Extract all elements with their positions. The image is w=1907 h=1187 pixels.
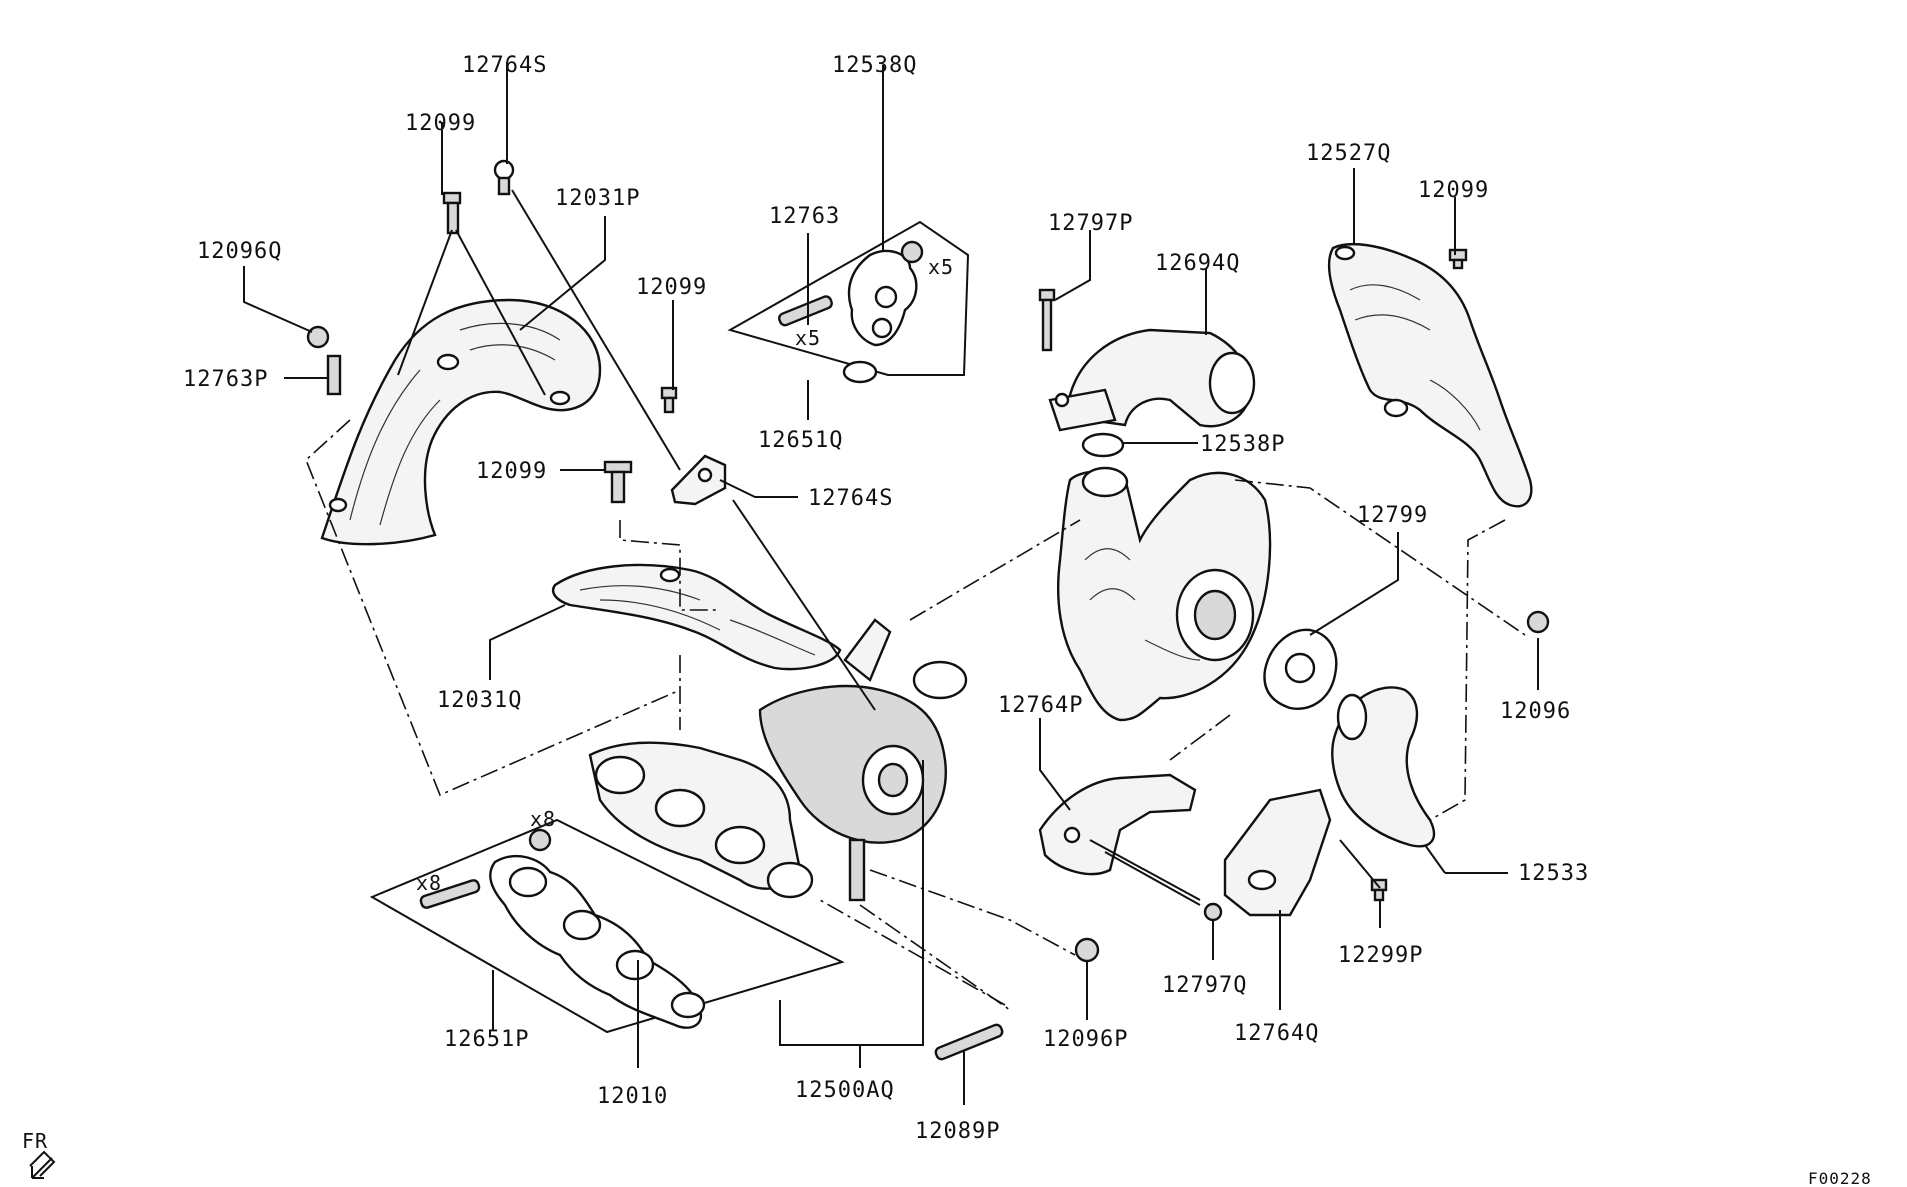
bolt-12797P[interactable] (1038, 288, 1056, 352)
qty-x8-studs: x8 (416, 871, 442, 895)
label-12533[interactable]: 12533 (1518, 861, 1589, 886)
stud-12763P[interactable] (326, 354, 342, 396)
part-labels: 12764S 12099 12031P 12538Q 12096Q 12763 … (183, 53, 1589, 1144)
phantom-lines (305, 419, 1526, 1011)
label-12500AQ[interactable]: 12500AQ (795, 1078, 895, 1103)
qty-x5-studs: x5 (795, 326, 821, 350)
label-12089P[interactable]: 12089P (915, 1119, 1000, 1144)
direction-label: FR (22, 1129, 48, 1153)
manifold-gasket-12651P[interactable] (369, 818, 845, 1034)
gasket-set-12651Q[interactable] (727, 220, 970, 384)
label-12299P[interactable]: 12299P (1338, 943, 1423, 968)
bolt-12099-top[interactable] (442, 191, 462, 235)
bolt-12099-left[interactable] (603, 460, 633, 504)
label-12010[interactable]: 12010 (597, 1084, 668, 1109)
label-12538Q[interactable]: 12538Q (832, 53, 917, 78)
bolt-12099-right[interactable] (1448, 248, 1468, 270)
bolt-12299P[interactable] (1370, 878, 1388, 902)
label-12764S-mid[interactable]: 12764S (808, 486, 893, 511)
label-12764P[interactable]: 12764P (998, 693, 1083, 718)
turbocharger-12533-body[interactable] (1057, 466, 1272, 722)
label-12694Q[interactable]: 12694Q (1155, 251, 1240, 276)
label-12099-right[interactable]: 12099 (1418, 178, 1489, 203)
label-12096[interactable]: 12096 (1500, 699, 1571, 724)
label-12799[interactable]: 12799 (1357, 503, 1428, 528)
bolt-12797Q[interactable] (1203, 902, 1223, 922)
bolt-12099-mid[interactable] (660, 386, 678, 414)
label-12099-top[interactable]: 12099 (405, 111, 476, 136)
label-12538P[interactable]: 12538P (1200, 432, 1285, 457)
label-12764Q[interactable]: 12764Q (1234, 1021, 1319, 1046)
qty-x5-washers: x5 (928, 255, 954, 279)
bracket-12764P[interactable] (1038, 773, 1197, 876)
label-12651P[interactable]: 12651P (444, 1027, 529, 1052)
gasket-ring-12538P[interactable] (1081, 432, 1125, 458)
bracket-12764S[interactable] (670, 454, 727, 506)
nut-12096P[interactable] (1074, 937, 1100, 963)
label-12096Q[interactable]: 12096Q (197, 239, 282, 264)
label-12797P[interactable]: 12797P (1048, 211, 1133, 236)
label-12797Q[interactable]: 12797Q (1162, 973, 1247, 998)
leader-lines (243, 62, 1539, 1105)
label-12099-mid[interactable]: 12099 (636, 275, 707, 300)
bolt-12764S-top[interactable] (493, 159, 515, 196)
label-12527Q[interactable]: 12527Q (1306, 141, 1391, 166)
label-12764S-top[interactable]: 12764S (462, 53, 547, 78)
heat-shield-12031P[interactable] (320, 298, 602, 546)
label-12099-left[interactable]: 12099 (476, 459, 547, 484)
label-12763[interactable]: 12763 (769, 204, 840, 229)
stud-12089P[interactable] (934, 1023, 1004, 1061)
outlet-pipe-12533[interactable] (1331, 686, 1436, 848)
heat-shield-12031Q[interactable] (551, 563, 842, 671)
quantity-labels: x5 x5 x8 x8 (416, 255, 954, 895)
front-direction-indicator: FR (22, 1129, 56, 1179)
figure-code: F00228 (1808, 1169, 1872, 1187)
label-12031P[interactable]: 12031P (555, 186, 640, 211)
turbo-manifold-assembly-12500AQ[interactable] (588, 618, 968, 902)
qty-x8-nuts: x8 (530, 807, 556, 831)
label-12651Q[interactable]: 12651Q (758, 428, 843, 453)
nut-12096Q[interactable] (306, 325, 330, 349)
flange-12799[interactable] (1263, 628, 1338, 710)
heat-shield-12527Q[interactable] (1327, 242, 1533, 508)
label-12763P[interactable]: 12763P (183, 367, 268, 392)
nut-12096[interactable] (1526, 610, 1550, 634)
outlet-elbow-12694Q[interactable] (1048, 328, 1256, 432)
bracket-12764Q[interactable] (1223, 788, 1332, 917)
label-12031Q[interactable]: 12031Q (437, 688, 522, 713)
arrow-down-left-icon (29, 1150, 56, 1179)
label-12096P[interactable]: 12096P (1043, 1027, 1128, 1052)
